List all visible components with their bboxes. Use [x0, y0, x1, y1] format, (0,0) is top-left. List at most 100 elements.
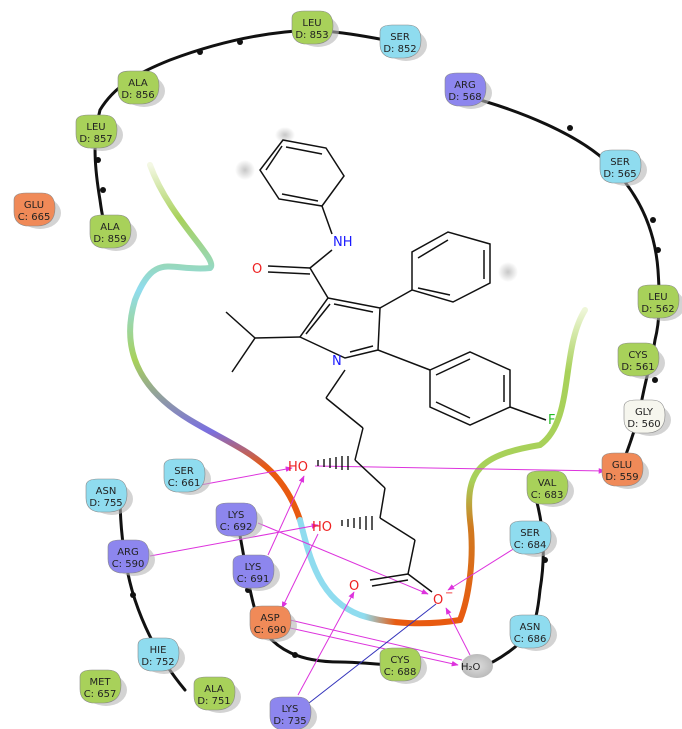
pocket-ribbon-left [127, 162, 303, 523]
pyrrole-ring [298, 297, 381, 359]
residue-id: D: 852 [383, 44, 416, 55]
residue-name: ASP [260, 613, 279, 624]
residue-id: D: 856 [121, 90, 154, 101]
residue-bubble-shape [291, 10, 334, 45]
residue-id: C: 686 [514, 634, 547, 645]
residue-name: LEU [302, 18, 321, 29]
residue-id: D: 735 [273, 716, 306, 727]
residue-bubble-shape [79, 669, 122, 704]
residue-id: D: 559 [605, 472, 638, 483]
residue-bubble-shape [193, 676, 236, 711]
residue-id: C: 661 [168, 478, 201, 489]
atom-water: H₂O [461, 662, 481, 673]
residue-bubble-shape [526, 470, 569, 505]
pication-lys735-ominus [299, 603, 437, 711]
ring-shadow-1 [235, 160, 255, 180]
atom-pyrrole-n: N [332, 354, 342, 369]
residue-bubble-shape [379, 24, 422, 59]
backbone-center-bottom [236, 523, 402, 667]
residue-bubble-shape [249, 605, 292, 640]
residue-name: CYS [390, 655, 409, 666]
hbond-ho2-asp690 [281, 533, 319, 609]
residue-id: D: 561 [621, 362, 654, 373]
hbond-lys691-ho1 [267, 475, 305, 556]
residue-id: C: 683 [531, 490, 564, 501]
residue-id: D: 751 [197, 696, 230, 707]
residue-id: C: 590 [112, 559, 145, 570]
residue-bubble-shape [379, 647, 422, 682]
residue-bubble-shape [637, 284, 680, 319]
residue-id: D: 853 [295, 30, 328, 41]
residue-id: D: 755 [89, 498, 122, 509]
atom-ho-2: HO [312, 520, 332, 535]
residue-name: VAL [538, 478, 557, 489]
residue-bubble-shape [617, 342, 660, 377]
residue-bubble-shape [509, 520, 552, 555]
residue-id: C: 657 [84, 689, 117, 700]
residue-name: ARG [117, 547, 139, 558]
hbond-asp690-water1 [289, 627, 459, 667]
atom-acid-o-minus: O [433, 593, 443, 608]
atom-charge-minus: − [445, 588, 453, 599]
residue-name: LYS [282, 704, 299, 715]
residue-bubble-shape [599, 149, 642, 184]
residue-name: SER [610, 157, 630, 168]
residue-name: GLY [635, 407, 654, 418]
residue-id: D: 560 [627, 419, 660, 430]
residue-bubble-shape [601, 452, 644, 487]
residue-name: LEU [86, 122, 105, 133]
residue-id: D: 859 [93, 234, 126, 245]
hbond-asp690-water2 [289, 619, 463, 661]
hbond-ho1-glu559 [314, 465, 606, 474]
residue-name: LYS [245, 562, 262, 573]
residue-name: ASN [520, 622, 541, 633]
backbone-top-left [93, 28, 397, 234]
residue-bubble-shape [623, 399, 666, 434]
atom-fluorine: F [548, 413, 555, 428]
ligand-structure [225, 127, 547, 593]
residue-bubble-shape [89, 214, 132, 249]
residue-bubble-shape [85, 478, 128, 513]
residue-bubble-shape [117, 70, 160, 105]
residue-bubble-shape [269, 696, 312, 729]
residue-id: D: 752 [141, 657, 174, 668]
residue-name: HIE [150, 645, 167, 656]
residue-id: C: 691 [237, 574, 270, 585]
pocket-ribbon-bottom [297, 517, 463, 627]
residue-id: C: 692 [220, 522, 253, 533]
residue-id: C: 688 [384, 667, 417, 678]
ring-shadow-3 [498, 262, 518, 282]
pocket-ribbon-right [457, 307, 588, 623]
residue-name: SER [520, 528, 540, 539]
residue-name: ARG [454, 80, 476, 91]
residue-name: ALA [204, 684, 224, 695]
residue-bubble-shape [75, 114, 118, 149]
residue-name: LYS [228, 510, 245, 521]
interaction-lines [149, 465, 606, 711]
backbone-nodes [95, 39, 661, 658]
residue-bubble-shape [13, 192, 56, 227]
residue-id: C: 690 [254, 625, 287, 636]
residue-name: ALA [100, 222, 120, 233]
